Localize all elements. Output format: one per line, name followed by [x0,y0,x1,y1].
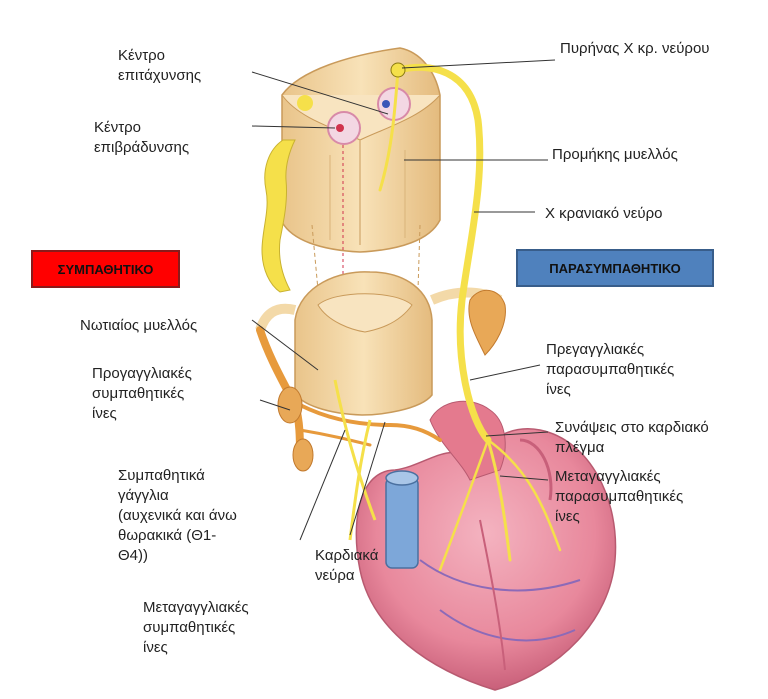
label-decel-center: Κέντρο επιβράδυνσης [94,119,190,156]
medulla-block [281,47,441,253]
sympathetic-box: ΣΥΜΠΑΘΗΤΙΚΟ [31,250,180,288]
label-synapses: Συνάψεις στο καρδιακό πλέγμα [555,419,709,456]
vagus-nerve-paths [378,62,562,572]
label-postganglionic-para: Μεταγαγγλιακές παρασυμπαθητικές ίνες [555,468,684,525]
vena-cava [385,470,419,569]
label-medulla: Προμήκης μυελλός [552,146,678,163]
sympathetic-chain [256,326,442,472]
label-accel-center: Κέντρο επιτάχυνσης [118,47,202,84]
label-spinal-cord: Νωτιαίος μυελλός [80,317,198,334]
label-cardiac-nerves: Καρδιακά νεύρα [315,547,379,584]
left-yellow-nerve [261,139,296,293]
leader-lines [251,59,556,541]
spinal-cord-segment [255,271,503,416]
heart [355,400,617,691]
label-preganglionic-symp: Προγαγγλιακές συμπαθητικές ίνες [92,365,192,422]
label-postganglionic-symp: Μεταγαγγλιακές συμπαθητικές ίνες [143,599,249,656]
cardiac-nerve-paths [333,379,377,541]
parasympathetic-box: ΠΑΡΑΣΥΜΠΑΘΗΤΙΚΟ [516,249,714,287]
right-ganglion [468,290,506,356]
label-symp-ganglia: Συμπαθητικά γάγγλια (αυχενικά και άνω θω… [118,467,237,564]
label-preganglionic-para: Πρεγαγγλιακές παρασυμπαθητικές ίνες [546,341,675,398]
label-vagus-nerve: Χ κρανιακό νεύρο [545,205,663,222]
label-vagus-nucleus: Πυρήνας Χ κρ. νεύρου [560,40,710,57]
guide-lines [311,145,421,330]
